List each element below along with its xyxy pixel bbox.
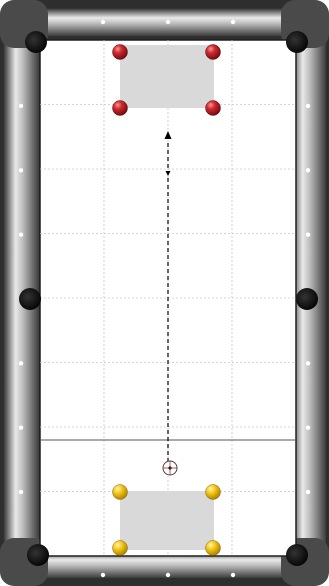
diamond-right-rail — [306, 232, 310, 236]
diamond-left-rail — [19, 232, 23, 236]
diamond-right-rail — [306, 490, 310, 494]
diamond-bottom-rail — [166, 573, 170, 577]
pocket-middle-left — [19, 288, 41, 310]
diamond-left-rail — [19, 490, 23, 494]
target-zone-bottom — [120, 491, 214, 550]
red-ball-bottom-right[interactable] — [206, 101, 221, 116]
diamond-left-rail — [19, 425, 23, 429]
yellow-ball-bottom-left[interactable] — [113, 541, 128, 556]
diamond-top-rail — [231, 20, 235, 24]
yellow-ball-top-left[interactable] — [113, 485, 128, 500]
diamond-top-rail — [166, 20, 170, 24]
diamond-right-rail — [306, 104, 310, 108]
diamond-left-rail — [19, 361, 23, 365]
diamond-left-rail — [19, 168, 23, 172]
pocket-bottom-right — [286, 544, 308, 566]
pocket-bottom-left — [27, 544, 49, 566]
diamond-bottom-rail — [101, 573, 105, 577]
diamond-bottom-rail — [231, 573, 235, 577]
pocket-top-left — [25, 31, 47, 53]
pocket-middle-right — [296, 288, 318, 310]
diamond-right-rail — [306, 425, 310, 429]
diamond-top-rail — [101, 20, 105, 24]
diamond-right-rail — [306, 361, 310, 365]
pocket-top-right — [286, 31, 308, 53]
diamond-left-rail — [19, 104, 23, 108]
top-rail — [12, 8, 317, 36]
red-ball-bottom-left[interactable] — [113, 101, 128, 116]
diamond-right-rail — [306, 168, 310, 172]
red-ball-top-left[interactable] — [113, 45, 128, 60]
yellow-ball-bottom-right[interactable] — [206, 541, 221, 556]
red-ball-top-right[interactable] — [206, 45, 221, 60]
target-zone-top — [120, 45, 214, 108]
yellow-ball-top-right[interactable] — [206, 485, 221, 500]
crosshair-cue-ball-icon[interactable] — [163, 461, 177, 475]
